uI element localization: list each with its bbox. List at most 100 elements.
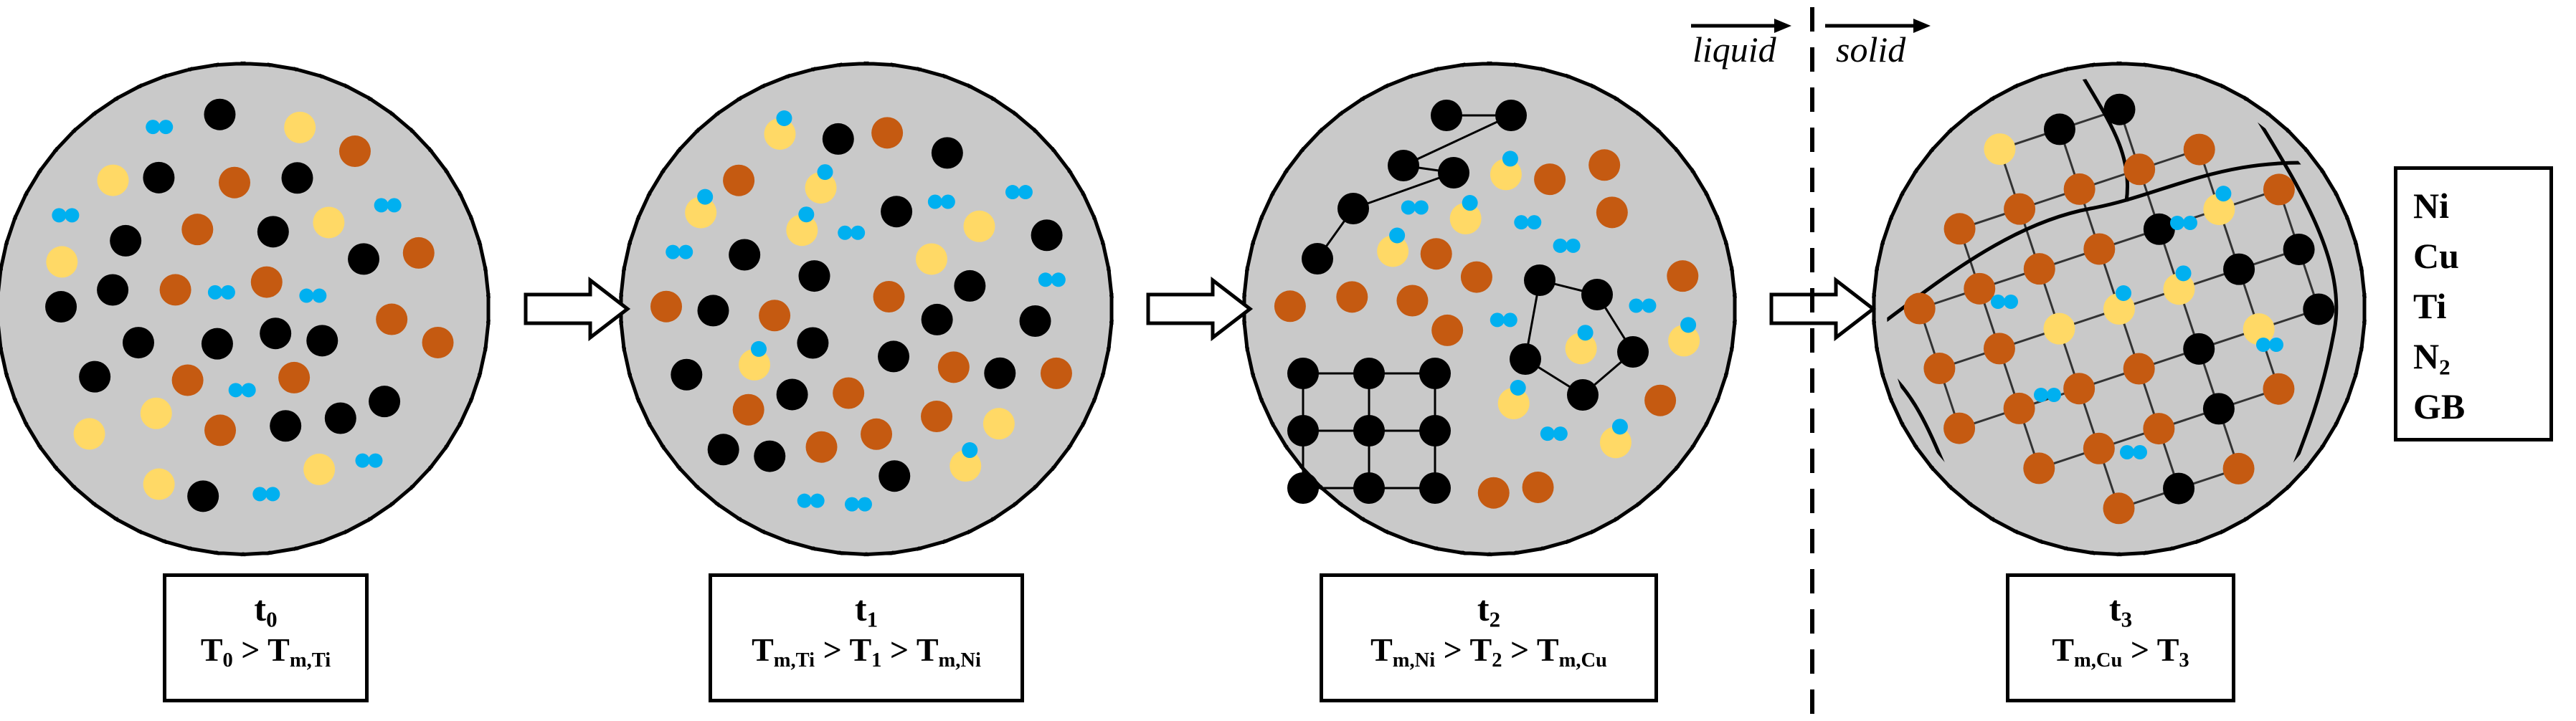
ti-atom bbox=[73, 418, 105, 450]
cu-atom bbox=[1534, 163, 1566, 196]
n2-capture bbox=[697, 188, 714, 205]
ni-atom bbox=[1353, 472, 1385, 504]
cu-atom bbox=[1983, 333, 2015, 365]
n2-molecule bbox=[2170, 216, 2184, 230]
n2-capture bbox=[751, 340, 767, 357]
ni-atom bbox=[954, 269, 986, 302]
ni-atom bbox=[45, 291, 77, 323]
n2-molecule bbox=[146, 120, 161, 135]
cu-atom bbox=[204, 414, 237, 447]
solid-label: solid bbox=[1836, 29, 1906, 70]
legend-label-gb: GB bbox=[2413, 386, 2466, 426]
ni-atom bbox=[1495, 100, 1527, 131]
ni-atom bbox=[1567, 379, 1599, 411]
particle-layer bbox=[0, 61, 2367, 557]
cu-atom bbox=[218, 166, 250, 199]
cu-atom bbox=[2023, 253, 2055, 285]
ti-atom bbox=[1377, 235, 1409, 267]
ni-atom bbox=[204, 98, 236, 130]
n2-molecule bbox=[52, 208, 67, 223]
ti-atom bbox=[739, 348, 771, 381]
ni-atom bbox=[879, 460, 911, 492]
ni-atom bbox=[1617, 336, 1649, 368]
ni-atom bbox=[1419, 472, 1451, 504]
n2-molecule bbox=[940, 194, 955, 209]
cu-atom bbox=[2023, 452, 2055, 484]
ni-atom bbox=[348, 243, 380, 275]
cu-atom bbox=[1040, 357, 1072, 389]
n2-capture bbox=[1680, 317, 1697, 333]
ti-atom bbox=[1490, 158, 1522, 191]
n2-molecule bbox=[797, 493, 812, 508]
cu-atom bbox=[2263, 173, 2295, 206]
n2-molecule bbox=[810, 493, 825, 508]
ti-atom bbox=[1668, 325, 1700, 357]
legend-n2-main: N bbox=[2413, 336, 2440, 376]
solid-arrow-head bbox=[1913, 19, 1931, 33]
n2-molecule bbox=[678, 244, 693, 259]
cu-atom bbox=[422, 326, 454, 358]
n2-capture bbox=[1462, 195, 1478, 211]
ni-atom bbox=[1353, 415, 1385, 447]
n2-molecule bbox=[368, 453, 383, 468]
cu-atom bbox=[1522, 471, 1554, 503]
ti-atom bbox=[143, 468, 175, 500]
bond bbox=[1353, 171, 1454, 210]
legend-label-ti: Ti bbox=[2413, 286, 2447, 326]
ni-atom bbox=[2223, 253, 2255, 285]
cu-atom bbox=[2083, 432, 2115, 464]
cu-atom bbox=[871, 117, 904, 149]
n2-molecule bbox=[838, 225, 853, 240]
n2-molecule bbox=[1642, 298, 1657, 313]
n2-molecule bbox=[1527, 215, 1542, 230]
ni-atom bbox=[881, 196, 913, 228]
n2-molecule bbox=[2120, 445, 2134, 459]
ti-atom bbox=[805, 172, 837, 204]
cu-atom bbox=[1644, 384, 1677, 416]
cu-atom bbox=[1460, 261, 1492, 293]
ni-atom bbox=[2283, 233, 2315, 265]
ti-atom bbox=[97, 164, 129, 196]
cu-atom bbox=[2222, 452, 2255, 484]
n2-molecule bbox=[1502, 312, 1517, 328]
n2-molecule bbox=[2183, 216, 2197, 230]
ni-atom bbox=[110, 224, 142, 257]
cu-atom bbox=[2183, 133, 2215, 166]
legend-label-ni: Ni bbox=[2413, 186, 2449, 226]
n2-capture bbox=[817, 164, 833, 181]
ni-atom bbox=[369, 386, 401, 418]
legend-n2-sub: 2 bbox=[2439, 354, 2450, 380]
cu-atom bbox=[937, 351, 970, 383]
ti-atom bbox=[786, 214, 818, 247]
ti-atom bbox=[2203, 194, 2235, 226]
ti-atom bbox=[2243, 313, 2275, 345]
ni-atom bbox=[878, 340, 910, 373]
ni-atom bbox=[1419, 358, 1451, 389]
cu-atom bbox=[2003, 392, 2035, 424]
n2-molecule bbox=[666, 244, 681, 259]
ti-atom bbox=[140, 397, 172, 429]
ni-atom bbox=[1287, 358, 1319, 389]
ni-atom bbox=[707, 434, 739, 466]
cu-atom bbox=[1943, 412, 1976, 444]
ti-atom bbox=[46, 246, 78, 278]
n2-capture bbox=[2116, 285, 2131, 301]
stage-time: t1 bbox=[854, 588, 879, 632]
ni-atom bbox=[2103, 93, 2136, 125]
cu-atom bbox=[376, 303, 408, 335]
ti-atom bbox=[685, 196, 717, 229]
ni-atom bbox=[2163, 472, 2195, 505]
n2-molecule bbox=[1514, 215, 1529, 230]
ni-atom bbox=[143, 161, 175, 194]
cu-atom bbox=[1964, 272, 1996, 305]
cu-atom bbox=[171, 364, 204, 396]
cu-atom bbox=[1477, 477, 1510, 509]
n2-molecule bbox=[228, 383, 243, 398]
legend-label-n2: N2 bbox=[2413, 336, 2450, 378]
n2-molecule bbox=[374, 198, 389, 213]
stage-temperature-condition: Tm,Ni > T2 > Tm,Cu bbox=[1370, 631, 1607, 672]
n2-capture bbox=[2215, 186, 2232, 202]
n2-capture bbox=[776, 110, 792, 126]
ni-atom bbox=[122, 327, 154, 359]
